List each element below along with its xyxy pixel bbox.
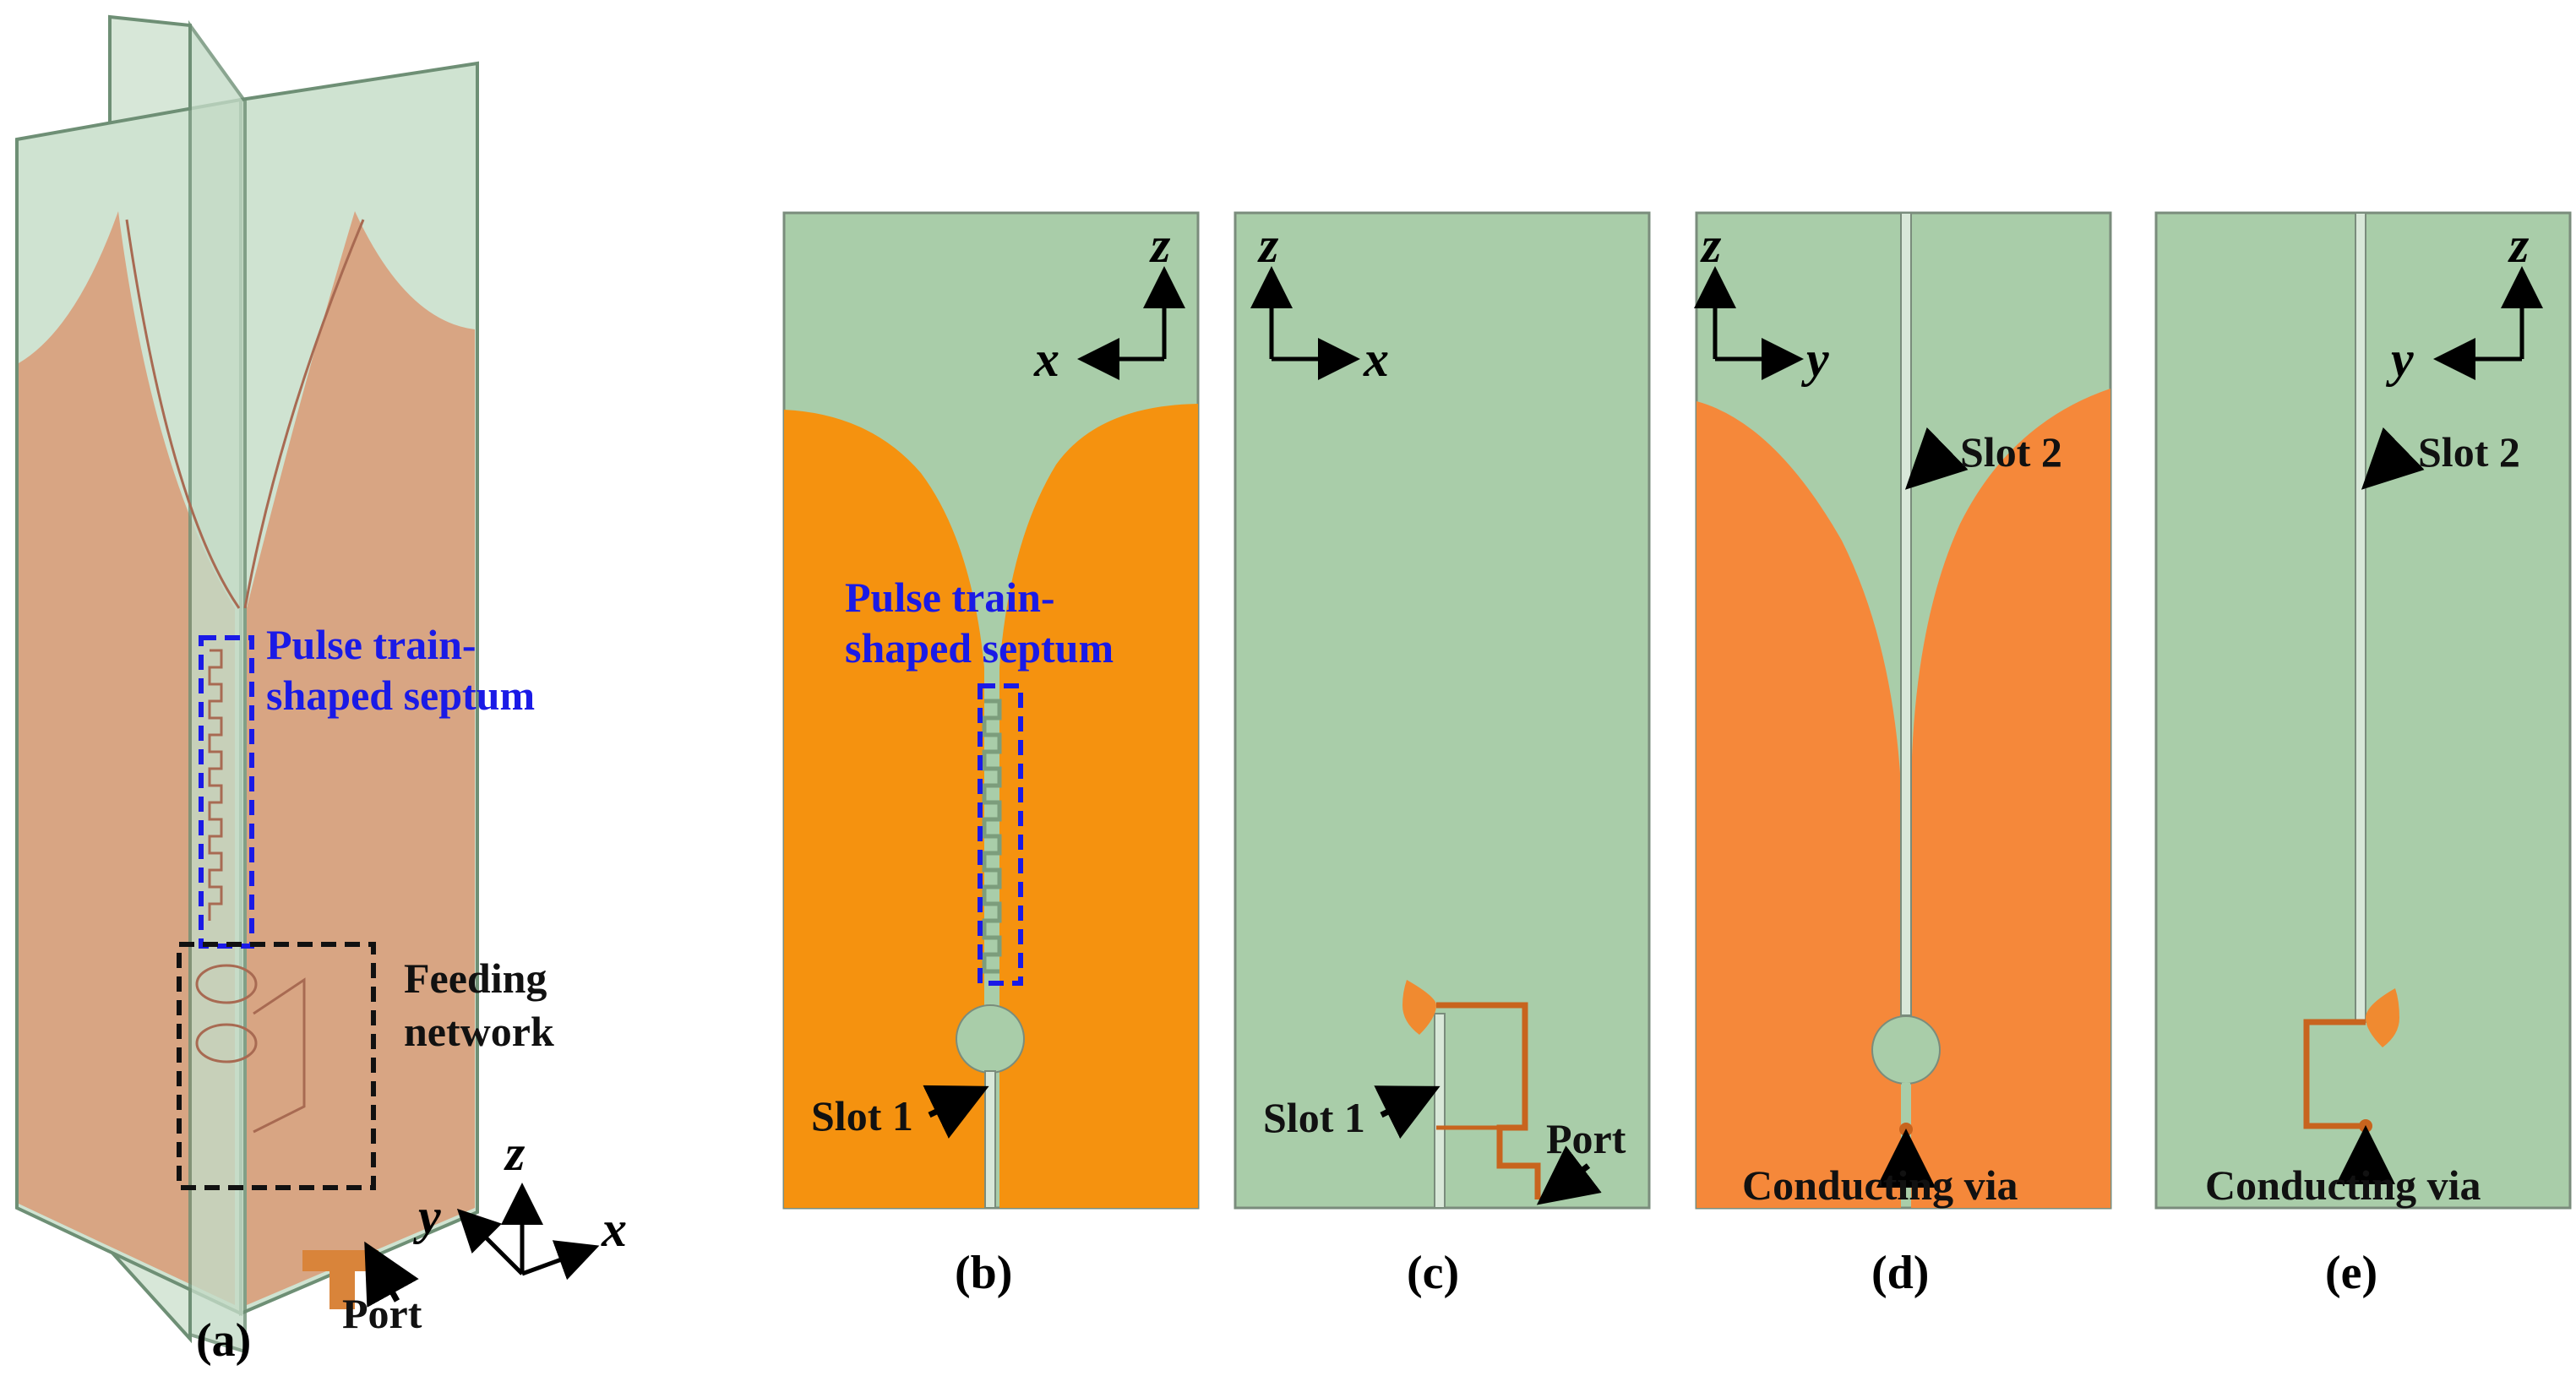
panel-c-axis-z: z <box>1257 217 1279 273</box>
panel-d-copper-left <box>1696 401 1901 1208</box>
panel-d-via <box>1899 1123 1913 1136</box>
panel-b-septum-teeth <box>982 699 1002 974</box>
panel-e-via <box>2359 1119 2372 1133</box>
panel-b-axis-z: z <box>1149 217 1171 273</box>
panel-b-slot-1 <box>984 1070 996 1209</box>
panel-b-axis-h: x <box>1033 331 1059 387</box>
panel-a: Pulse train- shaped septum Feeding netwo… <box>15 14 627 1367</box>
panel-c-axis-h: x <box>1363 331 1389 387</box>
panel-e-caption: (e) <box>2325 1247 2377 1299</box>
panel-c: Slot 1 Port z x (c) <box>1234 211 1651 1299</box>
panel-a-caption: (a) <box>196 1314 251 1367</box>
panel-b-copper-right <box>999 404 1198 1208</box>
panel-e-slot-label: Slot 2 <box>2418 428 2520 476</box>
panel-b-cavity <box>956 1004 1025 1074</box>
panel-a-axis-y: y <box>413 1188 441 1244</box>
panel-a-septum-label-2: shaped septum <box>266 672 535 719</box>
panel-c-slot-1 <box>1434 1013 1446 1209</box>
panel-a-feeding-label-1: Feeding <box>404 954 547 1002</box>
panel-d-via-label: Conducting via <box>1742 1161 2018 1209</box>
panel-a-port-arrow <box>364 1241 419 1308</box>
panel-a-feeding-box <box>177 942 376 1190</box>
panel-c-slot-label: Slot 1 <box>1263 1094 1365 1141</box>
panel-d-slot-label: Slot 2 <box>1960 428 2062 476</box>
panel-e: Slot 2 Conducting via z y (e) <box>2154 211 2572 1299</box>
panel-e-axis-h: y <box>2386 331 2414 387</box>
panel-a-septum-shape <box>208 649 223 921</box>
panel-b-slot-label: Slot 1 <box>811 1092 913 1139</box>
panel-c-stub <box>1402 980 1436 1035</box>
panel-d-cavity <box>1871 1015 1941 1085</box>
panel-c-slot-arrow <box>1374 1085 1440 1139</box>
panel-a-plane-front <box>188 19 247 1354</box>
panel-a-flare-edge-left <box>125 219 241 609</box>
panel-e-slot-arrow <box>2361 427 2425 490</box>
panel-a-flare-edge-right <box>243 219 365 609</box>
panel-e-stub <box>2366 988 2399 1047</box>
panel-e-via-label: Conducting via <box>2205 1161 2481 1209</box>
panel-a-axis-z: z <box>504 1125 526 1181</box>
panel-d-axis-z: z <box>1700 217 1722 273</box>
panel-e-slot-2 <box>2355 212 2366 1023</box>
panel-a-axes: z y x <box>413 1125 627 1281</box>
panel-b-septum-label-1: Pulse train- <box>845 574 1055 621</box>
panel-b: Pulse train- shaped septum Slot 1 z x (b… <box>782 211 1200 1299</box>
panel-a-feeding-label-2: network <box>404 1008 554 1055</box>
panel-b-caption: (b) <box>955 1247 1012 1299</box>
panel-d-caption: (d) <box>1871 1247 1929 1299</box>
panel-d-via-slot <box>1902 1083 1910 1123</box>
panel-c-port-arrow <box>1536 1145 1602 1205</box>
panel-d: Slot 2 Conducting via z y (d) <box>1694 211 2112 1299</box>
panel-c-port-label: Port <box>1546 1115 1626 1162</box>
panel-b-copper-left <box>784 410 984 1208</box>
panel-b-slot-arrow <box>923 1085 989 1139</box>
panel-d-copper-right <box>1911 389 2110 1208</box>
panel-a-port-label: Port <box>342 1290 422 1337</box>
panel-b-septum-label-2: shaped septum <box>845 624 1114 672</box>
panel-a-axis-x: x <box>601 1201 627 1257</box>
panel-e-axes: z y <box>2386 217 2543 387</box>
panel-d-slot-2 <box>1900 212 1912 1016</box>
panel-d-axis-h: y <box>1801 331 1829 387</box>
panel-c-caption: (c) <box>1407 1247 1459 1299</box>
panel-d-slot-arrow <box>1904 427 1969 490</box>
panel-d-axes: z y <box>1694 217 1829 387</box>
panel-a-septum-label-1: Pulse train- <box>266 621 477 668</box>
panel-b-axes: z x <box>1033 217 1185 387</box>
panel-b-septum-box <box>978 683 1023 986</box>
panel-c-axes: z x <box>1250 217 1389 387</box>
panel-e-axis-z: z <box>2508 217 2530 273</box>
